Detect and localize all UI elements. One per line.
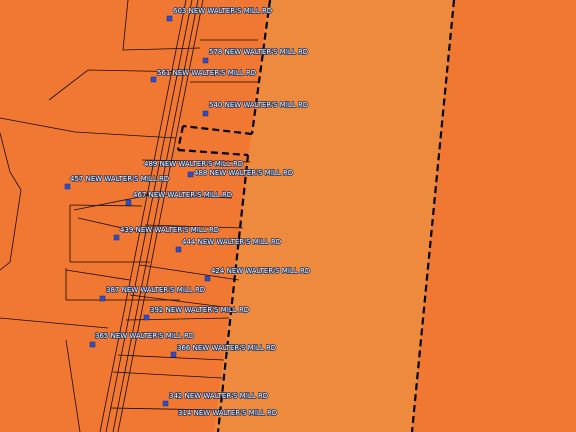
address-label: 342 NEW WALTER'S MILL RD bbox=[169, 392, 268, 400]
address-label: 457 NEW WALTER'S MILL RD bbox=[70, 175, 169, 183]
address-label: 314 NEW WALTER'S MILL RD bbox=[178, 409, 277, 417]
parcel-boundaries bbox=[0, 0, 260, 432]
address-point-marker[interactable] bbox=[150, 76, 157, 83]
address-point-marker[interactable] bbox=[143, 314, 150, 321]
address-387[interactable]: 387 NEW WALTER'S MILL RD bbox=[99, 285, 206, 302]
address-label: 578 NEW WALTER'S MILL RD bbox=[209, 48, 308, 56]
address-label: 392 NEW WALTER'S MILL RD bbox=[150, 306, 249, 314]
address-points: 603 NEW WALTER'S MILL RD 578 NEW WALTER'… bbox=[64, 6, 311, 418]
address-314[interactable]: 314 NEW WALTER'S MILL RD bbox=[177, 408, 278, 418]
address-label: 444 NEW WALTER'S MILL RD bbox=[182, 238, 281, 246]
address-point-marker[interactable] bbox=[170, 351, 177, 358]
address-label: 439 NEW WALTER'S MILL RD bbox=[120, 226, 219, 234]
address-label: 467 NEW WALTER'S MILL RD bbox=[133, 191, 232, 199]
address-point-marker[interactable] bbox=[166, 15, 173, 22]
address-label: 488 NEW WALTER'S MILL RD bbox=[194, 169, 293, 177]
address-point-marker[interactable] bbox=[89, 341, 96, 348]
address-366[interactable]: 366 NEW WALTER'S MILL RD bbox=[170, 343, 277, 358]
address-label: 387 NEW WALTER'S MILL RD bbox=[106, 286, 205, 294]
parcel-area-east bbox=[214, 0, 454, 432]
address-point-marker[interactable] bbox=[175, 246, 182, 253]
address-342[interactable]: 342 NEW WALTER'S MILL RD bbox=[162, 391, 269, 407]
address-489[interactable]: 489 NEW WALTER'S MILL RD bbox=[143, 159, 244, 169]
address-392[interactable]: 392 NEW WALTER'S MILL RD bbox=[143, 305, 250, 321]
address-label: 561 NEW WALTER'S MILL RD bbox=[157, 69, 256, 77]
address-point-marker[interactable] bbox=[64, 183, 71, 190]
address-label: 365 NEW WALTER'S MILL RD bbox=[95, 332, 194, 340]
address-point-marker[interactable] bbox=[202, 57, 209, 64]
address-label: 540 NEW WALTER'S MILL RD bbox=[209, 101, 308, 109]
address-488[interactable]: 488 NEW WALTER'S MILL RD bbox=[187, 168, 294, 178]
address-point-marker[interactable] bbox=[187, 171, 194, 178]
address-point-marker[interactable] bbox=[125, 199, 132, 206]
address-label: 603 NEW WALTER'S MILL RD bbox=[173, 7, 272, 15]
address-603[interactable]: 603 NEW WALTER'S MILL RD bbox=[166, 6, 273, 22]
address-457[interactable]: 457 NEW WALTER'S MILL RD bbox=[64, 174, 170, 190]
address-label: 424 NEW WALTER'S MILL RD bbox=[211, 267, 310, 275]
address-578[interactable]: 578 NEW WALTER'S MILL RD bbox=[202, 47, 309, 64]
address-point-marker[interactable] bbox=[162, 400, 169, 407]
address-467[interactable]: 467 NEW WALTER'S MILL RD bbox=[125, 190, 233, 206]
address-point-marker[interactable] bbox=[202, 110, 209, 117]
address-444[interactable]: 444 NEW WALTER'S MILL RD bbox=[175, 237, 282, 253]
address-point-marker[interactable] bbox=[204, 275, 211, 282]
boundary-dashed-lines bbox=[176, 0, 456, 432]
address-point-marker[interactable] bbox=[99, 295, 106, 302]
address-439[interactable]: 439 NEW WALTER'S MILL RD bbox=[113, 225, 220, 241]
address-365[interactable]: 365 NEW WALTER'S MILL RD bbox=[89, 331, 195, 348]
address-540[interactable]: 540 NEW WALTER'S MILL RD bbox=[202, 100, 309, 117]
address-424[interactable]: 424 NEW WALTER'S MILL RD bbox=[204, 266, 311, 282]
address-label: 366 NEW WALTER'S MILL RD bbox=[177, 344, 276, 352]
address-label: 489 NEW WALTER'S MILL RD bbox=[144, 160, 243, 168]
address-point-marker[interactable] bbox=[113, 234, 120, 241]
address-561[interactable]: 561 NEW WALTER'S MILL RD bbox=[150, 68, 257, 83]
